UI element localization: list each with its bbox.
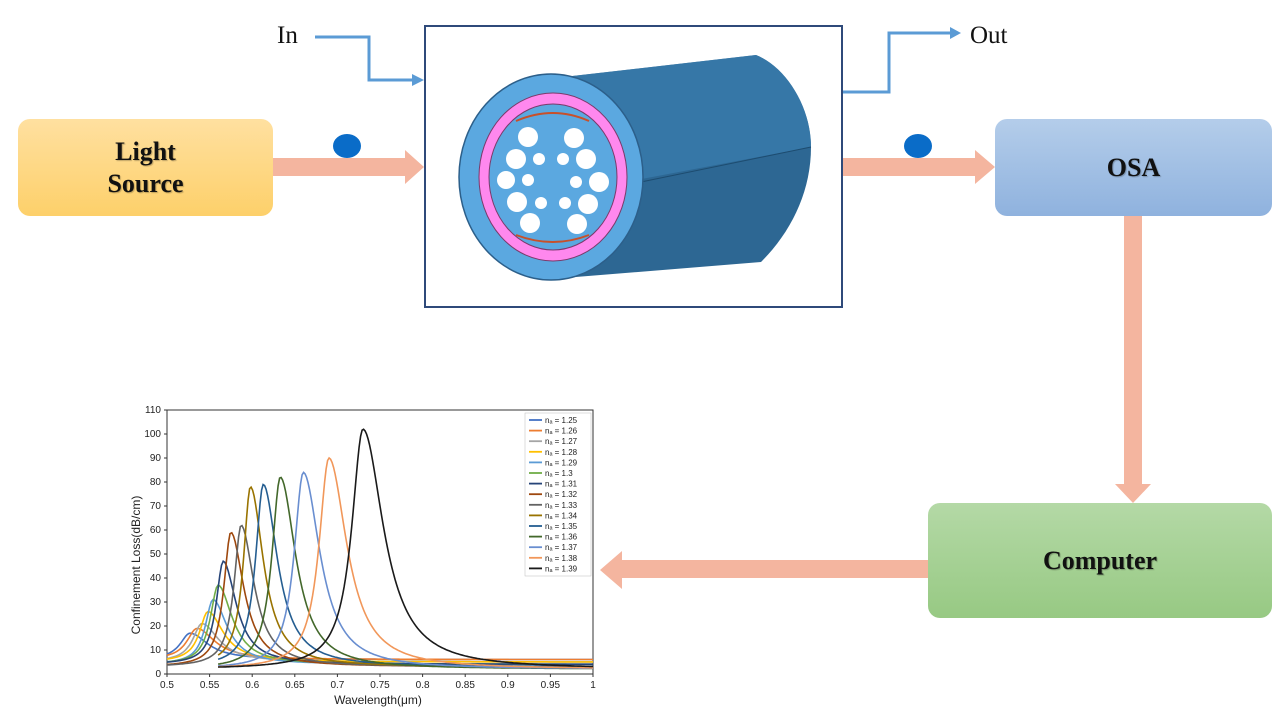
legend-label: nₐ = 1.3 bbox=[545, 469, 573, 478]
air-hole bbox=[570, 176, 582, 188]
y-tick-label: 10 bbox=[150, 645, 162, 656]
x-tick-label: 0.8 bbox=[416, 680, 430, 691]
x-tick-label: 0.7 bbox=[330, 680, 344, 691]
fiber-illustration bbox=[458, 55, 812, 281]
y-tick-label: 40 bbox=[150, 573, 162, 584]
osa-box: OSA bbox=[995, 119, 1272, 216]
x-tick-label: 0.65 bbox=[285, 680, 305, 691]
air-hole bbox=[559, 197, 571, 209]
x-tick-label: 0.55 bbox=[200, 680, 220, 691]
signal-dot-right bbox=[904, 134, 932, 158]
air-hole bbox=[576, 149, 596, 169]
y-tick-label: 70 bbox=[150, 501, 162, 512]
y-tick-label: 100 bbox=[144, 429, 161, 440]
legend-label: nₐ = 1.33 bbox=[545, 501, 578, 510]
y-tick-label: 20 bbox=[150, 621, 162, 632]
plasmonic-channel-top bbox=[515, 112, 590, 122]
computer-box: Computer bbox=[928, 503, 1272, 618]
arrow-fiber-to-osa bbox=[843, 150, 995, 184]
air-hole bbox=[520, 213, 540, 233]
air-hole bbox=[522, 174, 534, 186]
arrow-source-to-fiber bbox=[273, 150, 424, 184]
series-line bbox=[166, 610, 593, 663]
legend-label: nₐ = 1.39 bbox=[545, 564, 578, 573]
air-hole bbox=[564, 128, 584, 148]
series-line bbox=[218, 471, 594, 670]
air-hole bbox=[578, 194, 598, 214]
in-connector bbox=[315, 35, 416, 82]
legend-label: nₐ = 1.27 bbox=[545, 437, 578, 446]
air-hole bbox=[567, 214, 587, 234]
x-tick-label: 0.5 bbox=[160, 680, 174, 691]
legend-label: nₐ = 1.36 bbox=[545, 533, 578, 542]
plasmonic-channel-bottom bbox=[515, 234, 590, 243]
air-hole bbox=[535, 197, 547, 209]
y-tick-label: 50 bbox=[150, 549, 162, 560]
y-tick-label: 110 bbox=[145, 405, 161, 416]
air-hole bbox=[497, 171, 515, 189]
legend-label: nₐ = 1.37 bbox=[545, 543, 578, 552]
y-tick-label: 0 bbox=[155, 669, 161, 680]
y-tick-label: 90 bbox=[150, 453, 162, 464]
x-tick-label: 0.95 bbox=[541, 680, 561, 691]
legend-label: nₐ = 1.28 bbox=[545, 448, 578, 457]
air-hole bbox=[518, 127, 538, 147]
legend-label: nₐ = 1.35 bbox=[545, 522, 578, 531]
in-label: In bbox=[277, 22, 298, 49]
air-hole bbox=[533, 153, 545, 165]
chart-xlabel: Wavelength(μm) bbox=[334, 693, 422, 707]
air-hole bbox=[557, 153, 569, 165]
legend-label: nₐ = 1.34 bbox=[545, 511, 578, 520]
air-hole bbox=[589, 172, 609, 192]
legend-label: nₐ = 1.26 bbox=[545, 427, 578, 436]
y-tick-label: 30 bbox=[150, 597, 162, 608]
series-line bbox=[218, 428, 593, 668]
arrow-osa-to-computer bbox=[1115, 216, 1151, 503]
legend-label: nₐ = 1.38 bbox=[545, 554, 578, 563]
air-hole bbox=[506, 149, 526, 169]
computer-label: Computer bbox=[1042, 545, 1158, 575]
y-tick-label: 80 bbox=[150, 477, 162, 488]
osa-label: OSA bbox=[1106, 152, 1161, 182]
x-tick-label: 0.75 bbox=[370, 680, 390, 691]
fiber-image-frame bbox=[424, 25, 843, 308]
x-tick-label: 0.9 bbox=[501, 680, 515, 691]
x-tick-label: 0.6 bbox=[245, 680, 259, 691]
y-tick-label: 60 bbox=[150, 525, 162, 536]
air-hole bbox=[507, 192, 527, 212]
legend-label: nₐ = 1.32 bbox=[545, 490, 578, 499]
light-source-label: Light Source bbox=[107, 136, 184, 198]
x-tick-label: 1 bbox=[590, 680, 596, 691]
out-arrowhead bbox=[950, 27, 961, 39]
out-label: Out bbox=[970, 22, 1008, 49]
fiber-seam bbox=[640, 146, 812, 183]
chart-series-group bbox=[166, 428, 594, 670]
legend-label: nₐ = 1.25 bbox=[545, 416, 578, 425]
in-arrowhead bbox=[412, 74, 424, 86]
signal-dot-left bbox=[333, 134, 361, 158]
out-connector bbox=[843, 31, 952, 94]
light-source-box: Light Source bbox=[18, 119, 273, 216]
legend-label: nₐ = 1.31 bbox=[545, 480, 578, 489]
arrow-computer-to-chart bbox=[600, 551, 928, 589]
x-tick-label: 0.85 bbox=[455, 680, 475, 691]
series-line bbox=[218, 456, 593, 669]
chart-ylabel: Confinement Loss(dB/cm) bbox=[129, 496, 143, 635]
legend-label: nₐ = 1.29 bbox=[545, 458, 578, 467]
